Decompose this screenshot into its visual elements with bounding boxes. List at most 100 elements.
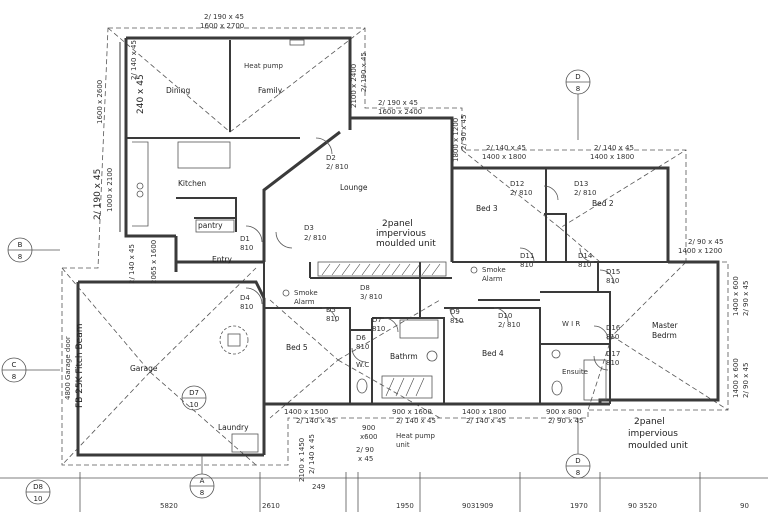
heat-pump-unit-label: unit bbox=[396, 441, 410, 449]
marker-bottom: 8 bbox=[576, 85, 580, 93]
laundry-tub bbox=[231, 433, 259, 453]
window-spec: 2/ 90 x 45 bbox=[742, 281, 750, 316]
door-tag: D12 bbox=[510, 180, 524, 188]
window-spec: 2/ 140 x 45 bbox=[128, 244, 136, 284]
door-swings bbox=[245, 137, 615, 371]
door-tags: D2 2/ 810 D1 810 D3 2/ 810 D4 810 D5 810… bbox=[240, 154, 621, 367]
window-spec: 900 x 800 bbox=[546, 408, 581, 416]
section-marker-b8: B 8 bbox=[7, 237, 60, 263]
section-marker-d7-10: D7 10 bbox=[181, 385, 207, 411]
door-width: 810 bbox=[450, 317, 463, 325]
window-spec: 1600 x 2600 bbox=[96, 80, 104, 124]
room-labels: Dining Family Kitchen pantry Lounge Bed … bbox=[130, 86, 679, 432]
window-spec: x 45 bbox=[358, 455, 373, 463]
window-spec: 1800 x 1200 bbox=[452, 118, 460, 162]
door-width: 810 bbox=[240, 303, 253, 311]
exterior-walls bbox=[76, 36, 720, 457]
heat-pump-unit-label: Heat pump bbox=[396, 432, 436, 440]
section-marker-d8-top: D 8 bbox=[565, 69, 591, 140]
marker-bottom: 8 bbox=[576, 469, 580, 477]
toilet-ensuite bbox=[551, 380, 563, 396]
lounge-note: moulded unit bbox=[376, 239, 436, 249]
lounge-note: 2panel bbox=[382, 219, 413, 229]
window-spec: 2/ 140 x 45 bbox=[308, 434, 316, 474]
marker-top: D bbox=[575, 73, 580, 81]
room-wir: W I R bbox=[562, 320, 580, 328]
dimension-value: 249 bbox=[312, 483, 325, 491]
room-lounge: Lounge bbox=[340, 183, 368, 192]
door-tag: D7 bbox=[372, 316, 382, 324]
room-garage: Garage bbox=[130, 364, 158, 373]
window-spec: 1400 x 1800 bbox=[482, 153, 526, 161]
window-spec: 2/ 190 x 45 bbox=[378, 99, 418, 107]
window-spec: 2/ 90 x 45 bbox=[460, 115, 468, 150]
door-width: 810 bbox=[240, 244, 253, 252]
dimension-value: 9031909 bbox=[462, 502, 493, 510]
door-width: 810 bbox=[520, 261, 533, 269]
lounge-fireplace bbox=[317, 261, 447, 277]
door-tag: D11 bbox=[520, 252, 534, 260]
heat-pump-box bbox=[289, 39, 305, 46]
dimension-value: 90 3520 bbox=[628, 502, 657, 510]
room-pantry: pantry bbox=[198, 221, 223, 230]
window-spec: 2065 x 1600 bbox=[150, 240, 158, 284]
notes: Heat pump Smoke Alarm Smoke Alarm Heat p… bbox=[64, 62, 688, 451]
door-tag: D14 bbox=[578, 252, 593, 260]
window-spec: 1400 x 600 bbox=[732, 358, 740, 398]
room-laundry: Laundry bbox=[218, 423, 249, 432]
door-tag: D4 bbox=[240, 294, 250, 302]
room-bathrm: Bathrm bbox=[390, 352, 418, 361]
door-tag: D3 bbox=[304, 224, 314, 232]
room-ensuite: Ensuite bbox=[562, 368, 588, 376]
window-spec: 900 bbox=[362, 424, 375, 432]
door-width: 810 bbox=[578, 261, 591, 269]
door-width: 2/ 810 bbox=[326, 163, 348, 171]
dimension-values: 5820 2610 249 1950 9031909 1970 90 3520 … bbox=[160, 483, 749, 510]
window-spec: 1600 x 2400 bbox=[378, 108, 422, 116]
dimension-value: 1950 bbox=[396, 502, 414, 510]
door-tag: D13 bbox=[574, 180, 588, 188]
marker-bottom: 8 bbox=[12, 373, 16, 381]
dimension-value: 1970 bbox=[570, 502, 588, 510]
dimension-line bbox=[0, 472, 768, 512]
room-entry: Entry bbox=[212, 255, 233, 264]
ensuite-note: impervious bbox=[628, 429, 678, 439]
marker-top: D8 bbox=[33, 483, 43, 491]
marker-bottom: 8 bbox=[200, 489, 204, 497]
window-spec: 1400 x 600 bbox=[732, 276, 740, 316]
window-spec: 1600 x 2700 bbox=[200, 22, 244, 30]
dimension-value: 2610 bbox=[262, 502, 280, 510]
room-dining: Dining bbox=[166, 86, 190, 95]
window-spec: 2/ 140 x 45 bbox=[396, 417, 436, 425]
door-tag: D17 bbox=[606, 350, 620, 358]
toilet-wc bbox=[356, 378, 368, 394]
dimension-value: 90 bbox=[740, 502, 749, 510]
door-tag: D15 bbox=[606, 268, 620, 276]
dining-beam-label: 240 x 45 bbox=[136, 74, 146, 114]
door-width: 810 bbox=[606, 333, 619, 341]
window-specs: 2/ 190 x 45 1600 x 2700 1600 x 2600 2/ 1… bbox=[93, 13, 750, 482]
door-width: 2/ 810 bbox=[498, 321, 520, 329]
dimension-value: 5820 bbox=[160, 502, 178, 510]
door-width: 2/ 810 bbox=[510, 189, 532, 197]
fitch-beam-label: FB 25K Fitch Beam bbox=[75, 324, 85, 409]
window-spec: 1400 x 1200 bbox=[678, 247, 722, 255]
window-spec: 2/ 190 x 45 bbox=[93, 169, 103, 220]
door-tag: D5 bbox=[326, 306, 336, 314]
door-tag: D2 bbox=[326, 154, 336, 162]
shower-bath bbox=[399, 319, 439, 339]
window-spec: 2100 x 2400 bbox=[350, 64, 358, 108]
marker-bottom: 10 bbox=[190, 401, 199, 409]
door-tag: D8 bbox=[360, 284, 370, 292]
door-width: 3/ 810 bbox=[360, 293, 382, 301]
marker-top: B bbox=[18, 241, 23, 249]
door-tag: D6 bbox=[356, 334, 366, 342]
door-width: 2/ 810 bbox=[304, 234, 326, 242]
room-kitchen: Kitchen bbox=[178, 179, 206, 188]
kitchen-bench bbox=[132, 141, 149, 227]
door-tag: D16 bbox=[606, 324, 621, 332]
window-spec: 2/ 190 x 45 bbox=[360, 52, 368, 92]
room-bed2: Bed 2 bbox=[592, 199, 614, 208]
door-width: 2/ 810 bbox=[574, 189, 596, 197]
pantry-shelves bbox=[195, 219, 235, 233]
